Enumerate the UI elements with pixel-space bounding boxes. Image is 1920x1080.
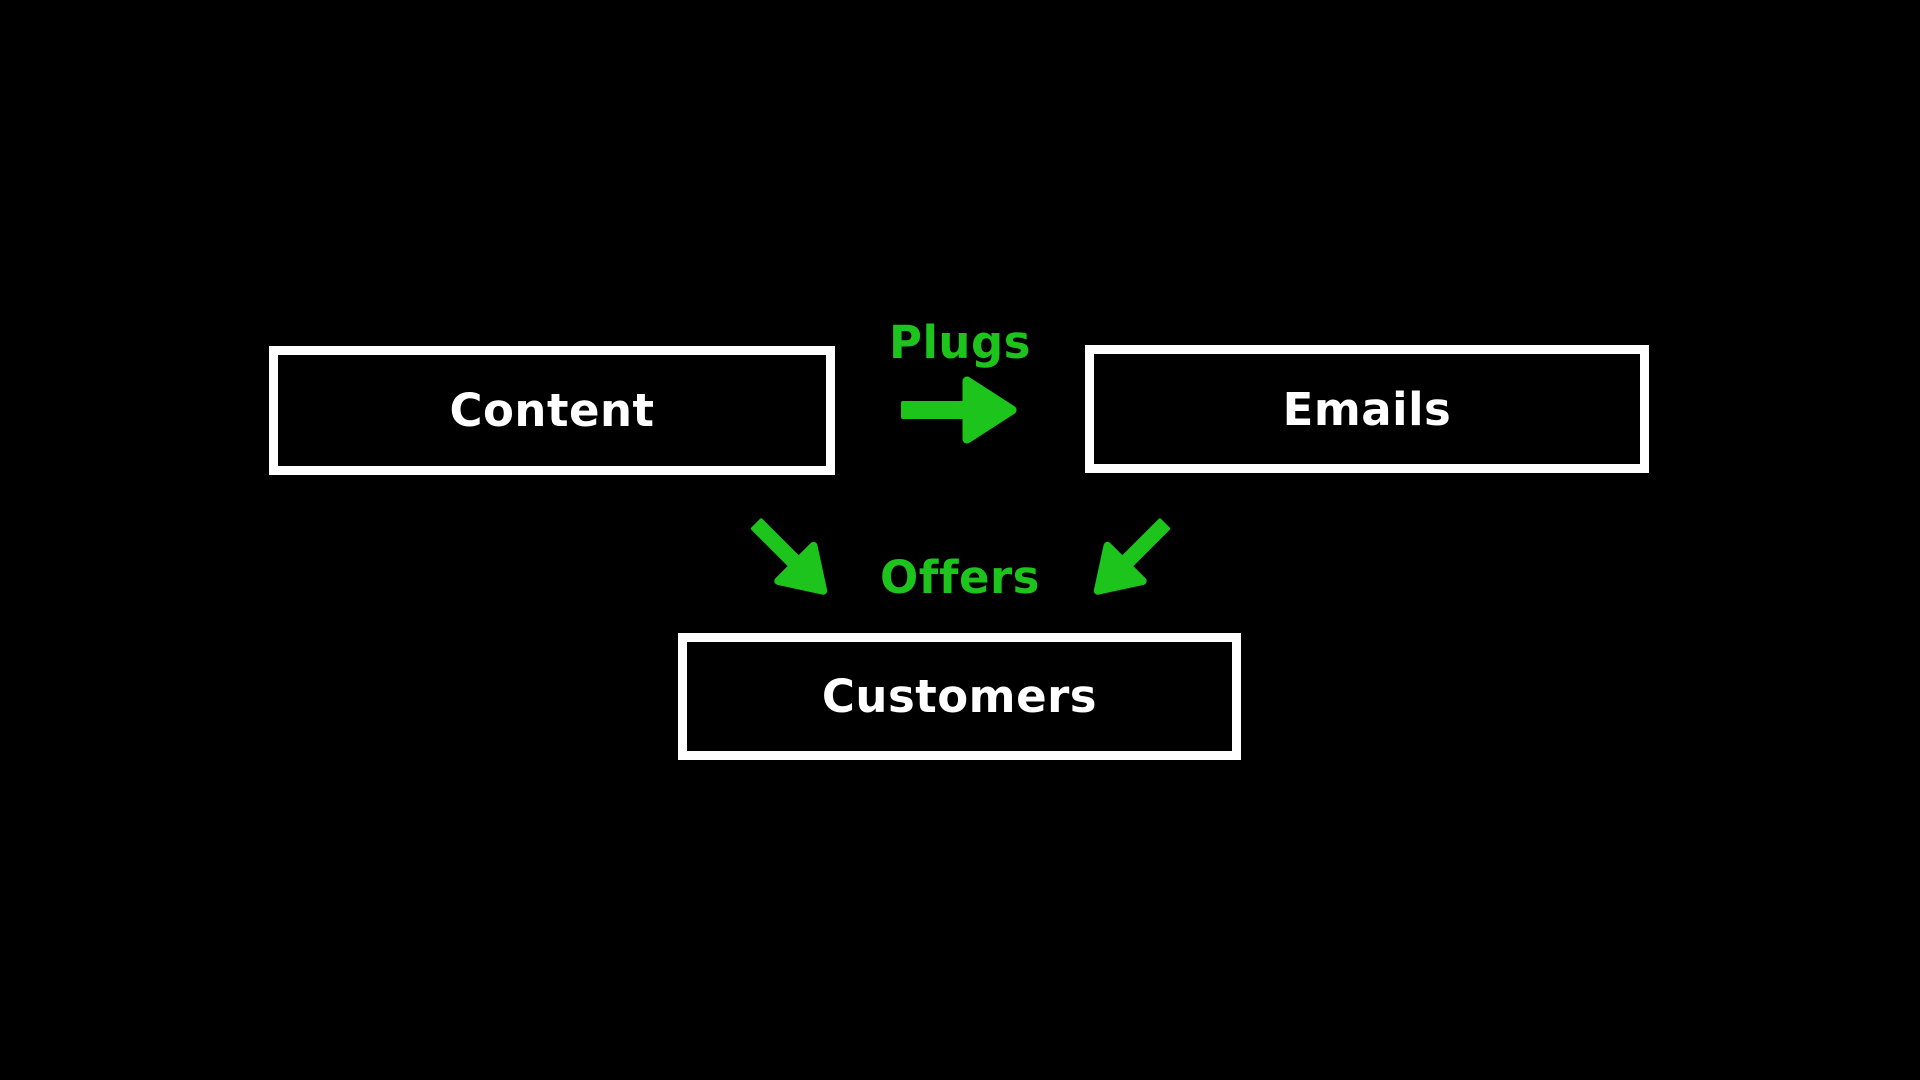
node-customers-label: Customers (821, 670, 1098, 723)
arrow-down-left-icon-svg (1093, 518, 1171, 595)
edge-label-plugs: Plugs (889, 316, 1031, 369)
arrow-down-left-icon (1074, 502, 1186, 614)
edge-label-offers: Offers (880, 551, 1040, 604)
arrow-right-icon-svg (901, 376, 1017, 444)
arrow-down-right-icon (735, 502, 847, 614)
arrow-right-icon (901, 376, 1017, 444)
arrow-down-right-icon-svg (750, 518, 828, 595)
node-emails: Emails (1085, 345, 1649, 473)
node-customers: Customers (678, 633, 1241, 760)
node-emails-label: Emails (1282, 382, 1452, 436)
node-content: Content (269, 346, 835, 475)
node-content-label: Content (449, 384, 655, 437)
